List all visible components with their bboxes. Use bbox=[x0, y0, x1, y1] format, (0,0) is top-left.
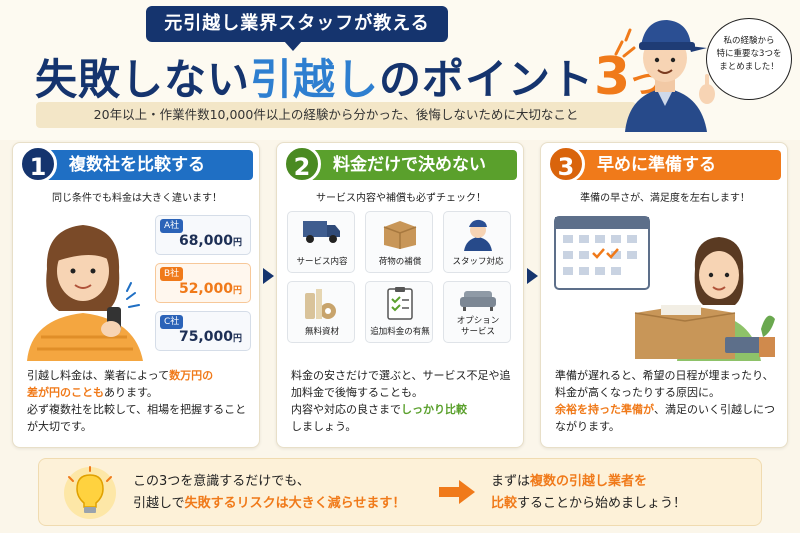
body-text: 引越し料金は、業者によって bbox=[27, 369, 170, 382]
price-unit: 円 bbox=[232, 286, 242, 296]
price-amount: 75,000 bbox=[178, 329, 233, 345]
arrow-right-icon bbox=[263, 268, 274, 284]
card-not-price-only: 料金だけで決めない 2 サービス内容や補償も必ずチェック！ サービス内容 荷物の… bbox=[276, 142, 524, 448]
bottom-highlight: 複数の引越し業者を bbox=[530, 474, 648, 489]
card-body-text: 引越し料金は、業者によって数万円の 差が円のこともあります。 必ず複数社を比較し… bbox=[27, 367, 253, 435]
card-compare: 複数社を比較する 1 同じ条件でも料金は大きく違います！ A社 68,000円 … bbox=[12, 142, 260, 448]
body-text: 必ず複数社を比較して、相場を把握することが大切です。 bbox=[27, 403, 247, 433]
bottom-message: この3つを意識するだけでも、 引越しで失敗するリスクは大きく減らせます！ bbox=[133, 471, 453, 515]
card-title: 料金だけで決めない bbox=[307, 150, 517, 180]
service-label-line: サービス bbox=[460, 327, 495, 337]
body-highlight: 余裕を持った準備が bbox=[555, 403, 654, 416]
card-subtitle: サービス内容や補償も必ずチェック！ bbox=[316, 193, 486, 204]
checklist-icon bbox=[387, 287, 413, 320]
body-text: しましょう。 bbox=[291, 420, 357, 433]
arrow-right-icon bbox=[527, 268, 538, 284]
body-highlight: 数万円の bbox=[169, 369, 214, 382]
bottom-text: まずは bbox=[491, 474, 531, 489]
price-amount: 68,000 bbox=[178, 233, 233, 249]
service-item: サービス内容 bbox=[287, 211, 355, 273]
bottom-highlight: 失敗するリスクは大きく減らせます！ bbox=[184, 496, 406, 511]
price-value: 52,000円 bbox=[179, 281, 242, 297]
bottom-text: することから始めましょう！ bbox=[517, 496, 687, 511]
service-label: 荷物の補償 bbox=[378, 257, 422, 267]
packing-woman-illustration bbox=[554, 216, 775, 361]
bottom-highlight: 比較 bbox=[491, 496, 518, 511]
price-card-b: B社 52,000円 bbox=[155, 263, 251, 303]
card-body-text: 料金の安さだけで選ぶと、サービス不足や追加料金で後悔することも。 内容や対応の良… bbox=[291, 367, 517, 435]
service-item: オプションサービス bbox=[443, 281, 511, 343]
header-badge: 元引越し業界スタッフが教える bbox=[146, 6, 448, 51]
service-label-line: オプション bbox=[456, 316, 500, 326]
bottom-call-to-action: まずは複数の引越し業者を 比較することから始めましょう！ bbox=[491, 471, 751, 515]
body-highlight: しっかり比較 bbox=[401, 403, 467, 416]
company-tag: B社 bbox=[160, 267, 184, 281]
bottom-line: 引越しで失敗するリスクは大きく減らせます！ bbox=[133, 493, 453, 515]
card-title: 早めに準備する bbox=[571, 150, 781, 180]
card-header: 早めに準備する 3 bbox=[541, 143, 789, 183]
price-card-a: A社 68,000円 bbox=[155, 215, 251, 255]
sofa-icon bbox=[460, 291, 496, 311]
body-highlight: 差が円のことも bbox=[27, 386, 104, 399]
service-item: 無料資材 bbox=[287, 281, 355, 343]
price-unit: 円 bbox=[232, 238, 242, 248]
service-item: 追加料金の有無 bbox=[365, 281, 433, 343]
price-value: 75,000円 bbox=[179, 329, 242, 345]
card-prepare-early: 早めに準備する 3 準備の早さが、満足度を左右します！ 準備が遅れると、希望の日… bbox=[540, 142, 788, 448]
card-number: 1 bbox=[19, 145, 57, 183]
service-label: オプションサービス bbox=[444, 316, 512, 338]
card-number: 2 bbox=[283, 145, 321, 183]
title-part2: 引越し bbox=[250, 55, 380, 104]
bubble-line: まとめました！ bbox=[719, 62, 779, 72]
title-part3: のポイント bbox=[379, 55, 595, 104]
bottom-banner: この3つを意識するだけでも、 引越しで失敗するリスクは大きく減らせます！ まずは… bbox=[38, 458, 762, 526]
speech-bubble: 私の経験から 特に重要な3つを まとめました！ bbox=[706, 18, 792, 100]
woman-with-phone-illustration bbox=[27, 225, 143, 361]
card-subtitle: 同じ条件でも料金は大きく違います！ bbox=[52, 193, 222, 204]
title-part1: 失敗しない bbox=[35, 55, 251, 104]
service-item: 荷物の補償 bbox=[365, 211, 433, 273]
arrow-right-icon bbox=[439, 480, 475, 504]
staff-icon bbox=[464, 219, 492, 251]
calendar-icon bbox=[554, 216, 650, 290]
service-label: 無料資材 bbox=[304, 327, 339, 337]
card-number: 3 bbox=[547, 145, 585, 183]
lightbulb-icon bbox=[64, 466, 116, 519]
service-label: サービス内容 bbox=[296, 257, 348, 267]
body-text: 準備が遅れると、希望の日程が埋まったり、料金が高くなったりする原因に。 bbox=[555, 369, 774, 399]
card-header: 料金だけで決めない 2 bbox=[277, 143, 525, 183]
body-text: 、満足のいく引越しにつながります。 bbox=[555, 403, 775, 433]
service-item: スタッフ対応 bbox=[443, 211, 511, 273]
bottom-line: 比較することから始めましょう！ bbox=[491, 493, 751, 515]
subtitle: 20年以上・作業件数10,000件以上の経験から分かった、後悔しないために大切な… bbox=[36, 102, 636, 128]
materials-icon bbox=[305, 289, 336, 319]
sparkle-icon bbox=[614, 28, 636, 58]
price-card-c: C社 75,000円 bbox=[155, 311, 251, 351]
service-label: スタッフ対応 bbox=[452, 257, 504, 267]
card-body-text: 準備が遅れると、希望の日程が埋まったり、料金が高くなったりする原因に。 余裕を持… bbox=[555, 367, 781, 435]
mover-staff-illustration bbox=[625, 20, 715, 132]
bottom-line: まずは複数の引越し業者を bbox=[491, 471, 751, 493]
body-text: 料金の安さだけで選ぶと、サービス不足や追加料金で後悔することも。 bbox=[291, 369, 511, 399]
company-tag: C社 bbox=[160, 315, 184, 329]
service-label: 追加料金の有無 bbox=[370, 327, 430, 337]
card-title: 複数社を比較する bbox=[43, 150, 253, 180]
price-amount: 52,000 bbox=[178, 281, 233, 297]
price-unit: 円 bbox=[232, 334, 242, 344]
price-value: 68,000円 bbox=[179, 233, 242, 249]
company-tag: A社 bbox=[160, 219, 184, 233]
box-icon bbox=[383, 221, 417, 249]
card-subtitle: 準備の早さが、満足度を左右します！ bbox=[580, 193, 750, 204]
page-title: 失敗しない引越しのポイント3つ bbox=[35, 46, 662, 107]
bubble-line: 特に重要な3つを bbox=[716, 49, 782, 59]
truck-icon bbox=[303, 221, 340, 243]
bottom-text: 引越しで bbox=[133, 496, 185, 511]
bottom-line: この3つを意識するだけでも、 bbox=[133, 474, 310, 489]
body-text: あります。 bbox=[104, 386, 158, 399]
bubble-line: 私の経験から bbox=[723, 36, 775, 46]
card-header: 複数社を比較する 1 bbox=[13, 143, 261, 183]
body-text: 内容や対応の良さまで bbox=[291, 403, 401, 416]
